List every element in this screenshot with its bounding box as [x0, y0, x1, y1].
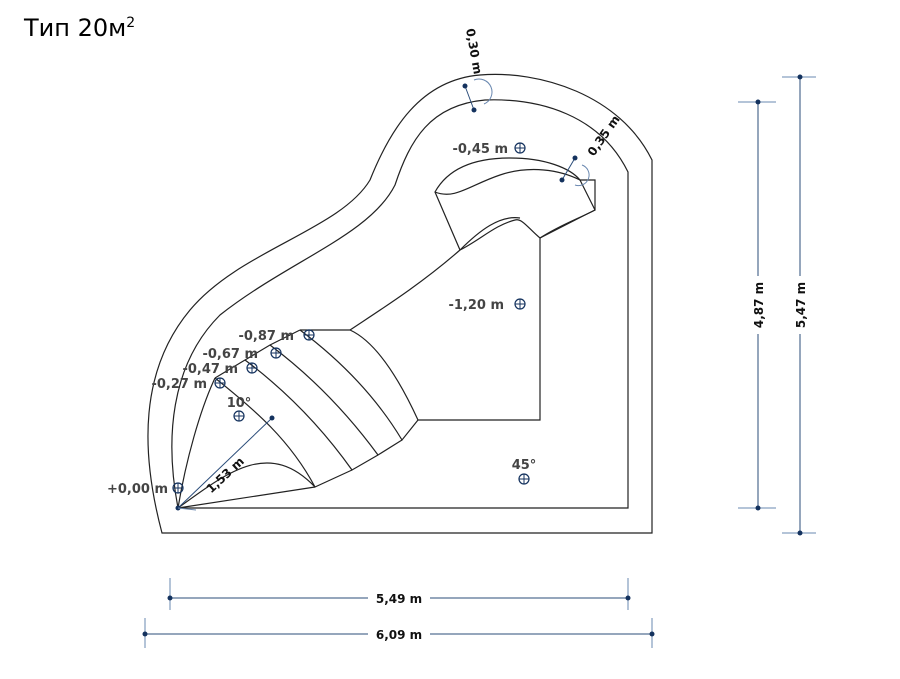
dim-height-outer-label: 5,47 m [794, 282, 808, 328]
level-label-045: -0,45 m [452, 142, 508, 157]
step-top [177, 486, 316, 509]
marker-angle-45 [518, 473, 530, 485]
step-3 [269, 344, 403, 456]
seat-curve [459, 217, 521, 251]
dim-height-outer-label-bg [791, 276, 809, 334]
radius-dot-end [269, 415, 275, 421]
wall-right-dot-2 [559, 177, 565, 183]
bench-face [539, 179, 596, 239]
plan-title-text: Тип 20м [24, 14, 127, 42]
level-label-047: -0,47 m [182, 362, 238, 377]
marker-level-000 [172, 482, 184, 494]
marker-level-067 [270, 347, 282, 359]
plan-title-superscript: 2 [126, 15, 136, 31]
level-label-027: -0,27 m [151, 377, 207, 392]
marker-level-047 [246, 362, 258, 374]
step-arc-2 [177, 462, 316, 509]
angle-label-10: 10° [227, 396, 252, 411]
dim-height-inner-dot-top [755, 99, 761, 105]
plan-title: Тип 20м2 [24, 14, 135, 42]
wall-top-arc [473, 78, 493, 105]
step-1 [214, 377, 353, 488]
wall-right-dot-1 [572, 155, 578, 161]
dim-width-outer-dot-right [649, 631, 655, 637]
step-2 [244, 359, 379, 471]
dim-height-outer-dot-top [797, 74, 803, 80]
wall-right-arc [574, 164, 590, 187]
bench-curve [434, 168, 581, 195]
step-riser-1 [214, 329, 301, 379]
dim-height-inner-dot-bottom [755, 505, 761, 511]
dim-height-inner-label: 4,87 m [752, 282, 766, 328]
dim-width-inner-label: 5,49 m [376, 592, 422, 606]
dim-width-inner-dot-left [167, 595, 173, 601]
dim-width-outer-label: 6,09 m [376, 628, 422, 642]
dim-width-outer-label-bg [368, 625, 430, 643]
level-label-120: -1,20 m [448, 298, 504, 313]
dim-height-outer-dot-bottom [797, 530, 803, 536]
wall-right-dim-line [561, 157, 576, 181]
wall-right-label: 0,35 m [585, 113, 623, 159]
marker-level-120 [514, 298, 526, 310]
marker-level-045 [514, 142, 526, 154]
level-label-000: +0,00 m [107, 482, 168, 497]
dim-height-inner-label-bg [749, 276, 767, 334]
wall-top-label: 0,30 m [463, 27, 485, 75]
radius-line [177, 417, 273, 509]
pool-outer-outline [147, 73, 653, 534]
angle-label-45: 45° [512, 458, 537, 473]
deep-zone-outline [300, 157, 596, 421]
wall-top-dim-line [464, 85, 475, 111]
marker-angle-10 [233, 410, 245, 422]
wall-top-dot-2 [471, 107, 477, 113]
dim-width-inner-label-bg [368, 589, 430, 607]
pool-inner-outline [171, 99, 629, 509]
marker-level-087 [303, 329, 315, 341]
level-label-067: -0,67 m [202, 347, 258, 362]
dim-width-inner-dot-right [625, 595, 631, 601]
deep-zone-link [349, 249, 461, 331]
radius-arm [177, 507, 197, 511]
step-4 [299, 329, 419, 442]
wall-top-dot-1 [462, 83, 468, 89]
radius-label: 1,53 m [204, 454, 247, 496]
marker-level-027 [214, 377, 226, 389]
level-label-087: -0,87 m [238, 329, 294, 344]
dim-width-outer-dot-left [142, 631, 148, 637]
